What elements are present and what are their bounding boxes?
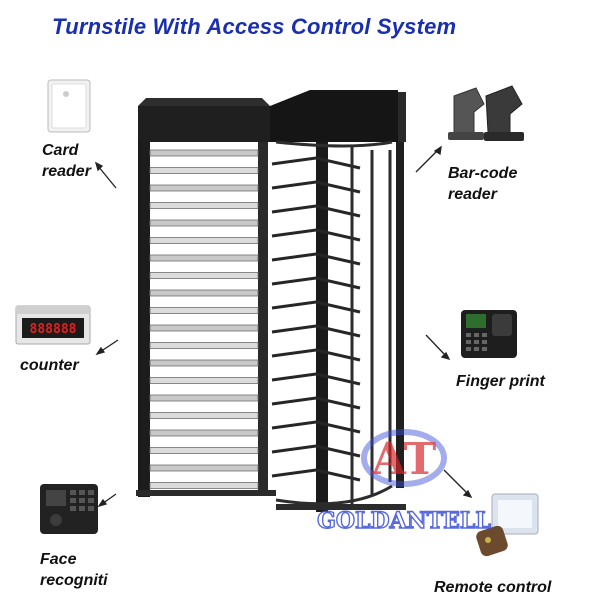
barrier-bar xyxy=(149,272,259,279)
rotor-arm xyxy=(271,444,361,458)
barrier-bar xyxy=(149,412,259,419)
barrier-bar xyxy=(149,394,259,402)
svg-text:AT: AT xyxy=(371,434,437,485)
card-reader-label-line1: Card xyxy=(42,142,79,159)
diagram-title: Turnstile With Access Control System xyxy=(52,14,457,39)
rotor-arm xyxy=(271,228,361,242)
card-reader-label: Card reader xyxy=(42,140,91,182)
barcode-reader-icon xyxy=(448,85,524,141)
counter-icon: 888888 xyxy=(15,305,91,345)
barrier-bar xyxy=(149,149,259,157)
rotor-arm xyxy=(271,396,361,410)
rotor-arm xyxy=(271,324,361,338)
rotor-arm xyxy=(271,348,361,362)
drum-cage xyxy=(275,140,393,506)
barrier-bar xyxy=(149,429,259,437)
rotor-arm xyxy=(271,204,361,218)
barrier-bar xyxy=(149,359,259,367)
fingerprint-reader-icon xyxy=(461,310,517,358)
rotor-arm xyxy=(271,156,361,170)
barrier-bar xyxy=(149,324,259,332)
face-label-line1: Face xyxy=(40,551,77,568)
turnstile-illustration xyxy=(136,90,406,512)
card-reader-label-line2: reader xyxy=(42,163,91,180)
barrier-bar xyxy=(149,482,259,489)
face-recognition-icon xyxy=(40,484,98,534)
barrier-bar xyxy=(149,377,259,384)
watermark-text: GOLDANTELL xyxy=(317,508,491,534)
barrier-bar xyxy=(149,237,259,244)
barcode-label-line1: Bar-code xyxy=(448,165,518,182)
barrier-bar xyxy=(149,254,259,262)
face-label-line2: recogniti xyxy=(40,572,108,589)
rotor-arm xyxy=(271,420,361,434)
barcode-reader-label: Bar-code reader xyxy=(448,163,517,205)
barrier-bar xyxy=(149,184,259,192)
rotor-arm xyxy=(271,276,361,290)
barrier-bar xyxy=(149,447,259,454)
face-recognition-label: Face recogniti xyxy=(40,549,108,591)
rotor-arm xyxy=(271,300,361,314)
fixed-barrier-bars xyxy=(149,149,259,489)
rotor-arm xyxy=(271,252,361,266)
barrier-bar xyxy=(149,167,259,174)
barrier-bar xyxy=(149,219,259,227)
barrier-bar xyxy=(149,342,259,349)
brand-logo-watermark: AT GOLDANTELL xyxy=(316,429,492,535)
rotor-arms xyxy=(271,156,361,482)
finger-print-label: Finger print xyxy=(456,373,545,390)
counter-label: counter xyxy=(20,357,79,374)
rotor-arm xyxy=(271,468,361,482)
barrier-bar xyxy=(149,307,259,314)
barrier-bar xyxy=(149,464,259,472)
card-reader-icon xyxy=(47,79,91,133)
barcode-label-line2: reader xyxy=(448,186,497,203)
barrier-bar xyxy=(149,202,259,209)
connector-arrows xyxy=(94,145,473,508)
barrier-bar xyxy=(149,289,259,297)
remote-control-label: Remote control xyxy=(434,579,552,596)
remote-control-icon xyxy=(476,493,539,557)
counter-digits: 888888 xyxy=(30,322,77,337)
rotor-arm xyxy=(271,372,361,386)
rotor-arm xyxy=(271,180,361,194)
